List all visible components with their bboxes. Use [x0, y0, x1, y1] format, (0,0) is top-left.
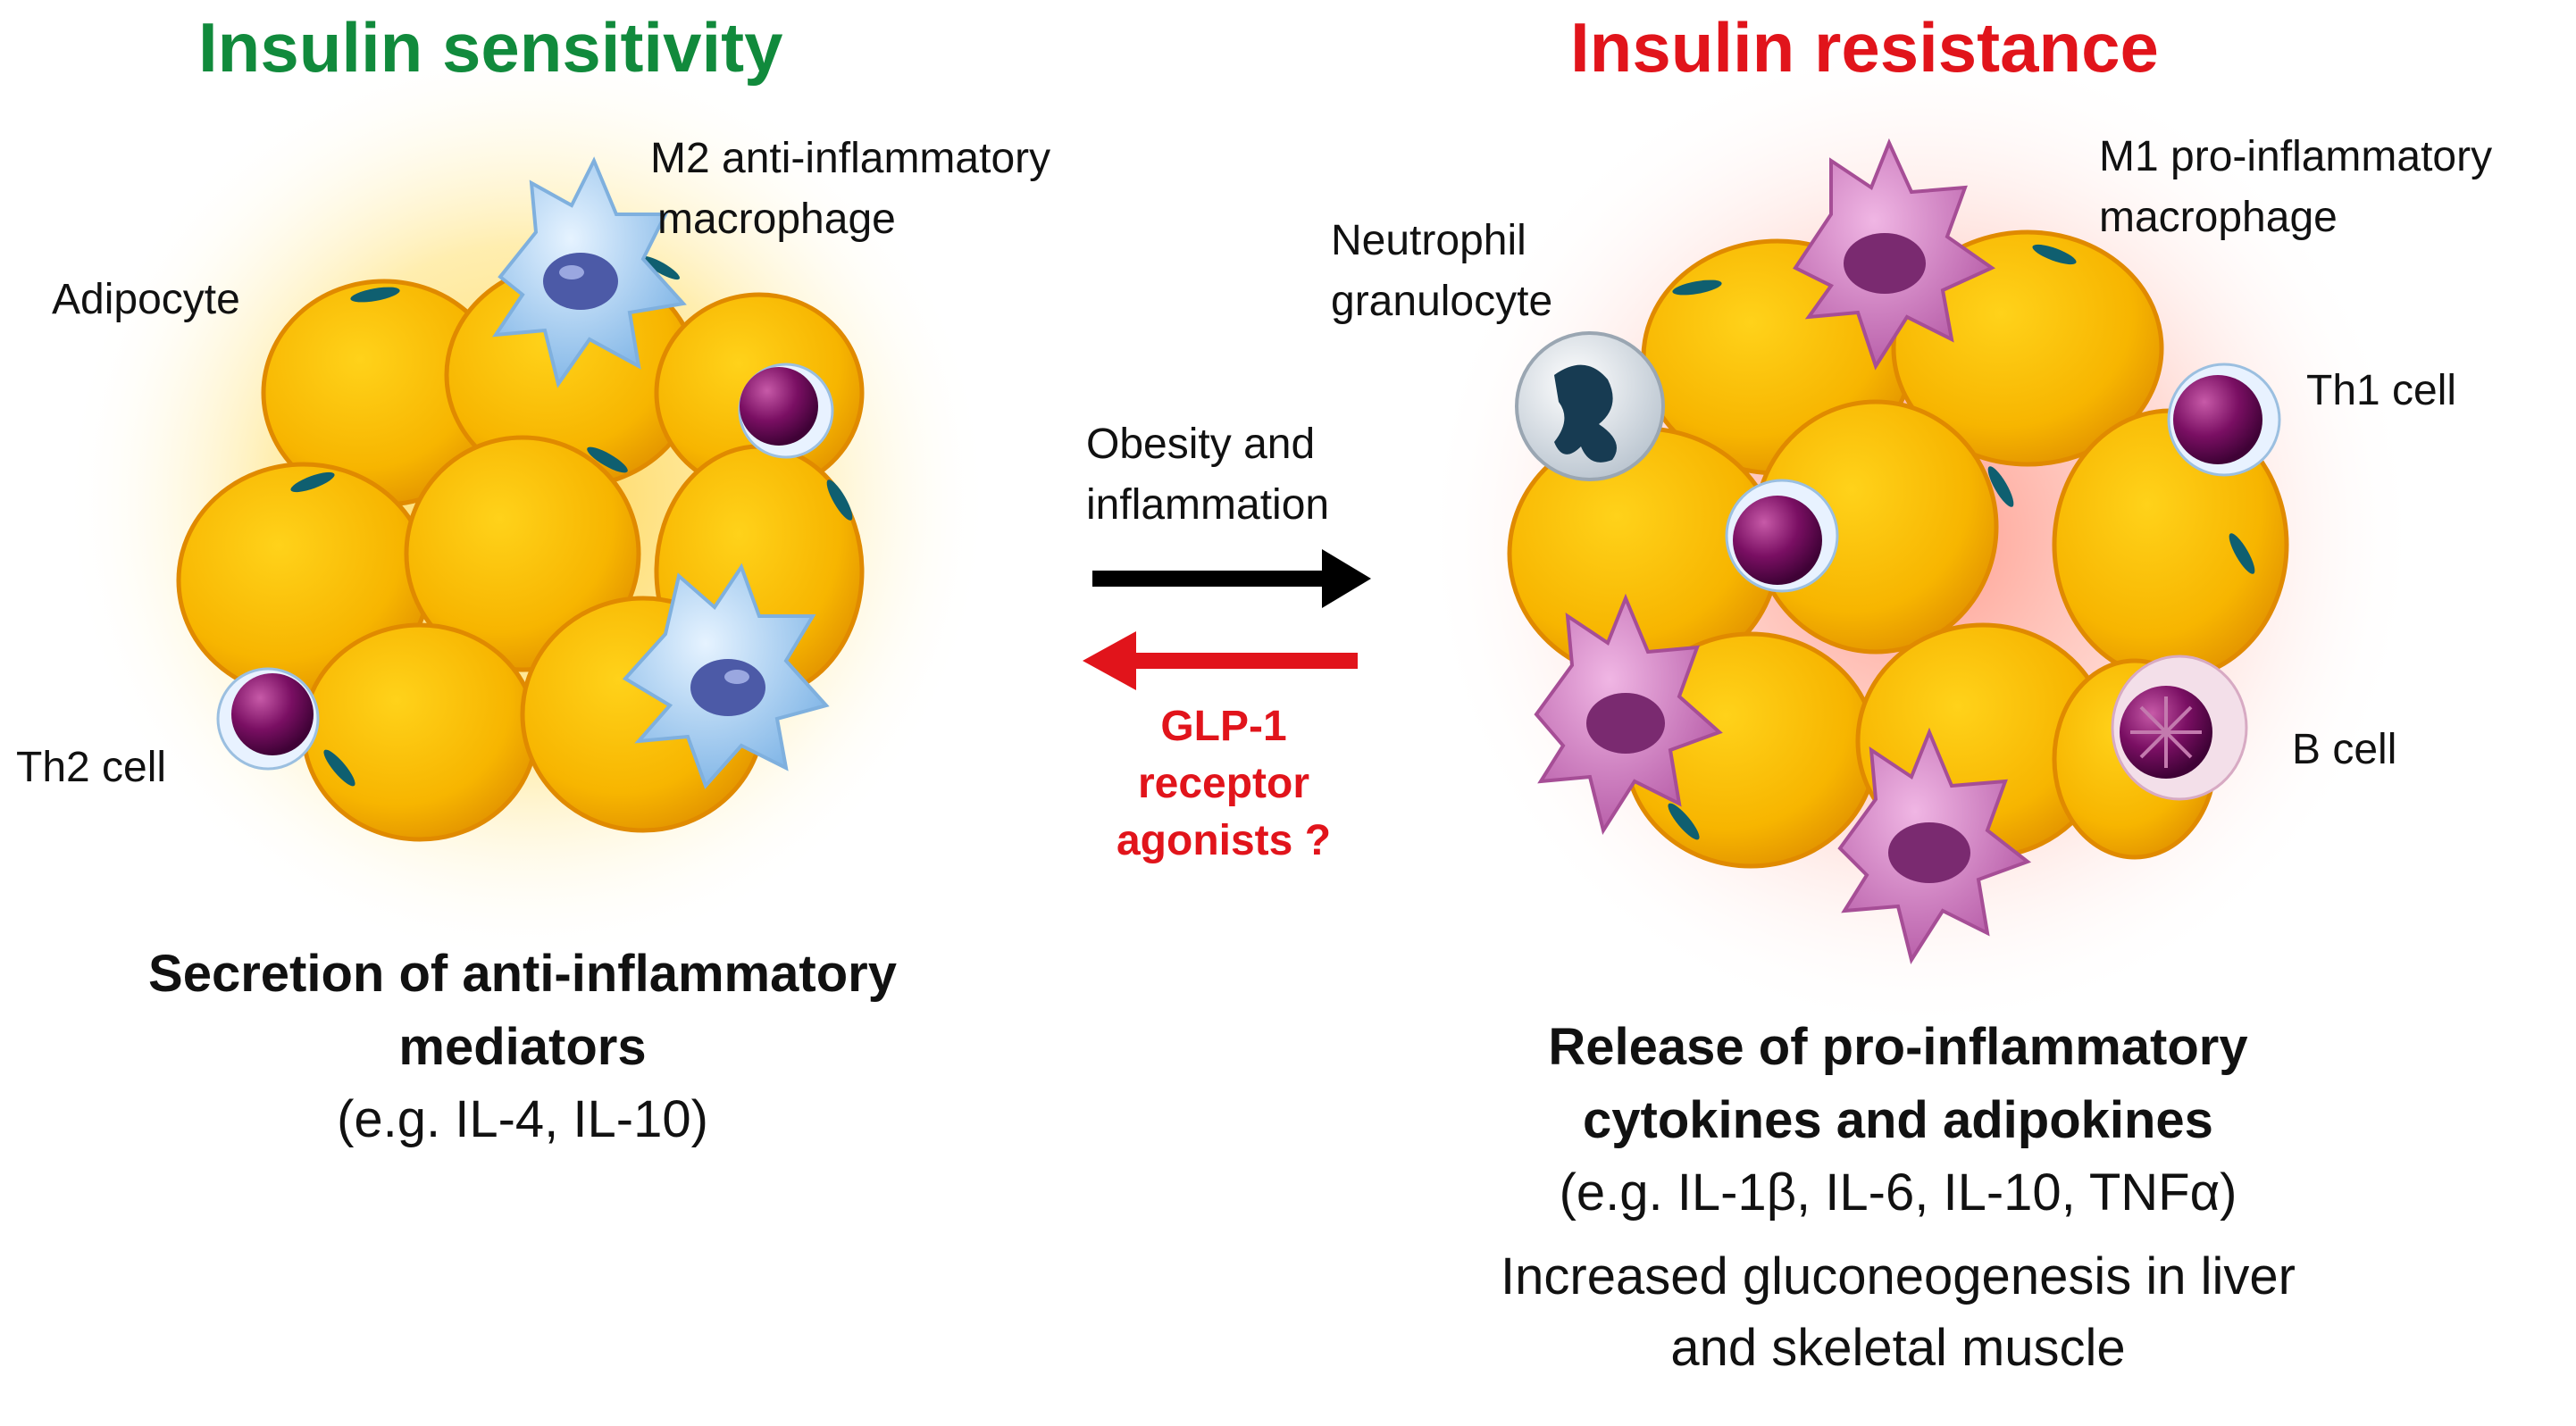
left-title: Insulin sensitivity	[198, 8, 783, 87]
left-caption-line-1: Secretion of anti-inflammatory	[148, 945, 897, 1003]
left-t-cell-top	[738, 363, 834, 459]
right-caption: Release of pro-inflammatory cytokines an…	[1393, 1011, 2403, 1384]
right-caption-line-2: cytokines and adipokines	[1583, 1091, 2213, 1149]
right-caption-examples: (e.g. IL-1β, IL-6, IL-10, TNFα)	[1559, 1163, 2237, 1222]
right-title: Insulin resistance	[1570, 8, 2159, 87]
right-caption-extra-1: Increased gluconeogenesis in liver	[1501, 1247, 2296, 1305]
right-caption-extra-2: and skeletal muscle	[1670, 1319, 2126, 1377]
adipocyte-label: Adipocyte	[52, 276, 240, 323]
neutrophil-graphic	[1515, 331, 1665, 481]
b-cell-label: B cell	[2292, 726, 2397, 773]
m2-macrophage-top	[492, 156, 687, 388]
glp1-label: GLP-1 receptor agonists ?	[1116, 703, 1332, 864]
left-adipocyte-cluster	[176, 261, 865, 842]
m1-macrophage-label: M1 pro-inflammatory macrophage	[2099, 133, 2493, 241]
m1-macrophage-left	[1534, 593, 1723, 836]
forward-arrow	[1092, 549, 1371, 608]
left-caption: Secretion of anti-inflammatory mediators…	[54, 938, 991, 1155]
left-nuclei	[290, 255, 853, 787]
m2-macrophage-label: M2 anti-inflammatory macrophage	[650, 135, 1051, 243]
b-cell-graphic	[2111, 655, 2248, 801]
left-caption-examples: (e.g. IL-4, IL-10)	[337, 1090, 708, 1148]
right-nuclei	[1668, 244, 2255, 840]
right-caption-line-1: Release of pro-inflammatory	[1548, 1018, 2248, 1076]
th2-cell-graphic	[216, 667, 320, 771]
m1-macrophage-bottom	[1837, 727, 2032, 965]
th2-cell-label: Th2 cell	[16, 744, 167, 791]
neutrophil-label: Neutrophil granulocyte	[1331, 217, 1553, 325]
left-caption-line-2: mediators	[398, 1018, 647, 1076]
obesity-inflammation-label: Obesity and inflammation	[1086, 421, 1330, 529]
th1-cell-graphic	[2167, 363, 2281, 477]
reverse-arrow	[1083, 631, 1358, 690]
right-t-cell-center	[1725, 479, 1839, 593]
m2-macrophage-bottom	[622, 563, 830, 789]
right-adipocyte-cluster	[1507, 229, 2289, 869]
m1-macrophage-top	[1793, 138, 1996, 371]
th1-cell-label: Th1 cell	[2306, 367, 2457, 414]
